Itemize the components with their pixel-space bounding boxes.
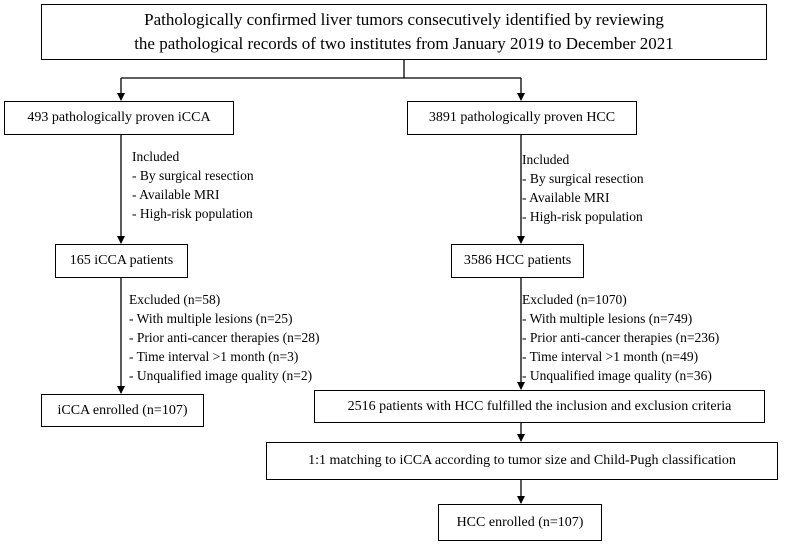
hcc-excluded-item: - Unqualified image quality (n=36) bbox=[522, 368, 712, 383]
hcc-included-item: - Available MRI bbox=[522, 190, 610, 205]
matching-label: 1:1 matching to iCCA according to tumor … bbox=[308, 453, 736, 468]
hcc-source-box: 3891 pathologically proven HCC bbox=[407, 101, 637, 135]
icca-excluded-item: - Time interval >1 month (n=3) bbox=[129, 349, 299, 364]
hcc-included-item: - High-risk population bbox=[522, 209, 643, 224]
icca-included-item: - High-risk population bbox=[132, 206, 253, 221]
icca-included-criteria: Included - By surgical resection - Avail… bbox=[132, 147, 254, 223]
icca-excluded-item: - Prior anti-cancer therapies (n=28) bbox=[129, 330, 320, 345]
icca-enrolled-box: iCCA enrolled (n=107) bbox=[41, 394, 204, 427]
icca-enrolled-label: iCCA enrolled (n=107) bbox=[57, 402, 188, 418]
icca-included-item: - Available MRI bbox=[132, 187, 220, 202]
icca-included-item: - By surgical resection bbox=[132, 168, 254, 183]
source-records-line2: the pathological records of two institut… bbox=[134, 34, 674, 53]
hcc-enrolled-box: HCC enrolled (n=107) bbox=[438, 504, 602, 541]
hcc-excluded-title: Excluded (n=1070) bbox=[522, 292, 627, 307]
matching-box: 1:1 matching to iCCA according to tumor … bbox=[266, 442, 778, 480]
hcc-excluded-item: - Time interval >1 month (n=49) bbox=[522, 349, 699, 364]
hcc-fulfilled-label: 2516 patients with HCC fulfilled the inc… bbox=[347, 398, 732, 414]
hcc-patients-box: 3586 HCC patients bbox=[451, 244, 584, 278]
hcc-included-title: Included bbox=[522, 152, 570, 167]
icca-source-label: 493 pathologically proven iCCA bbox=[27, 110, 211, 125]
icca-excluded-criteria: Excluded (n=58) - With multiple lesions … bbox=[129, 290, 320, 385]
hcc-included-item: - By surgical resection bbox=[522, 171, 644, 186]
source-records-box: Pathologically confirmed liver tumors co… bbox=[41, 4, 767, 60]
source-records-line1: Pathologically confirmed liver tumors co… bbox=[144, 10, 664, 29]
hcc-source-label: 3891 pathologically proven HCC bbox=[428, 110, 616, 125]
hcc-included-criteria: Included - By surgical resection - Avail… bbox=[522, 150, 644, 226]
hcc-fulfilled-box: 2516 patients with HCC fulfilled the inc… bbox=[314, 390, 765, 423]
icca-source-box: 493 pathologically proven iCCA bbox=[4, 101, 234, 135]
hcc-enrolled-label: HCC enrolled (n=107) bbox=[456, 514, 584, 530]
hcc-excluded-item: - Prior anti-cancer therapies (n=236) bbox=[522, 330, 720, 345]
icca-patients-box: 165 iCCA patients bbox=[55, 244, 188, 278]
icca-excluded-item: - With multiple lesions (n=25) bbox=[129, 311, 293, 326]
hcc-patients-label: 3586 HCC patients bbox=[463, 253, 572, 268]
hcc-excluded-criteria: Excluded (n=1070) - With multiple lesion… bbox=[522, 290, 719, 385]
icca-patients-label: 165 iCCA patients bbox=[69, 253, 174, 268]
icca-excluded-item: - Unqualified image quality (n=2) bbox=[129, 368, 313, 383]
hcc-excluded-item: - With multiple lesions (n=749) bbox=[522, 311, 693, 326]
icca-included-title: Included bbox=[132, 149, 180, 164]
icca-excluded-title: Excluded (n=58) bbox=[129, 292, 221, 307]
